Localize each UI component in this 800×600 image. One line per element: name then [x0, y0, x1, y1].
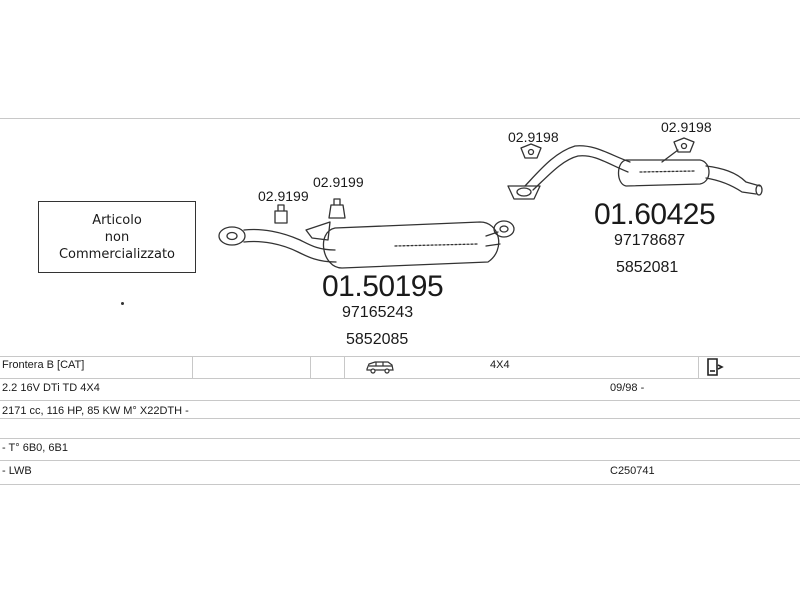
production-date: 09/98 - — [610, 382, 645, 394]
vehicle-model: Frontera B [CAT] — [2, 359, 85, 371]
table-line — [0, 378, 800, 379]
notice-line-1: Articolo — [92, 212, 142, 228]
part-code-rear[interactable]: 01.60425 — [594, 198, 716, 231]
table-line — [0, 438, 800, 439]
part-code-front[interactable]: 01.50195 — [322, 270, 444, 303]
fitting-code-1: 02.9199 — [258, 188, 309, 204]
vehicle-type: - T° 6B0, 6B1 — [2, 442, 68, 454]
notice-line-3: Commercializzato — [58, 246, 176, 262]
drive-type: 4X4 — [490, 359, 510, 371]
front-silencer-part[interactable] — [218, 198, 515, 269]
part-ref-rear-2: 5852081 — [616, 259, 679, 276]
car-icon — [366, 360, 394, 379]
dot-mark — [121, 302, 124, 305]
table-line — [0, 400, 800, 401]
engine-description: 2.2 16V DTi TD 4X4 — [2, 382, 100, 394]
vehicle-variant: - LWB — [2, 465, 32, 477]
table-line — [0, 460, 800, 461]
rear-silencer-part[interactable] — [507, 137, 763, 200]
part-ref-front-2: 5852085 — [346, 331, 409, 348]
table-divider — [698, 356, 699, 378]
table-divider — [192, 356, 193, 378]
catalog-reference: C250741 — [610, 465, 655, 477]
not-sold-notice-box: Articolo non Commercializzato — [38, 201, 196, 273]
table-line — [0, 356, 800, 357]
table-line — [0, 418, 800, 419]
part-ref-rear-1: 97178687 — [614, 232, 686, 249]
exhaust-diagram — [218, 137, 763, 269]
top-divider — [0, 118, 800, 119]
document-arrow-icon[interactable] — [705, 358, 725, 381]
fitting-code-2: 02.9199 — [313, 174, 364, 190]
table-line — [0, 484, 800, 485]
part-ref-front-1: 97165243 — [342, 304, 414, 321]
engine-specs: 2171 cc, 116 HP, 85 KW M° X22DTH - — [2, 405, 189, 417]
table-divider — [344, 356, 345, 378]
fitting-code-3: 02.9198 — [508, 129, 559, 145]
notice-line-2: non — [104, 229, 130, 245]
fitting-code-4: 02.9198 — [661, 119, 712, 135]
table-divider — [310, 356, 311, 378]
